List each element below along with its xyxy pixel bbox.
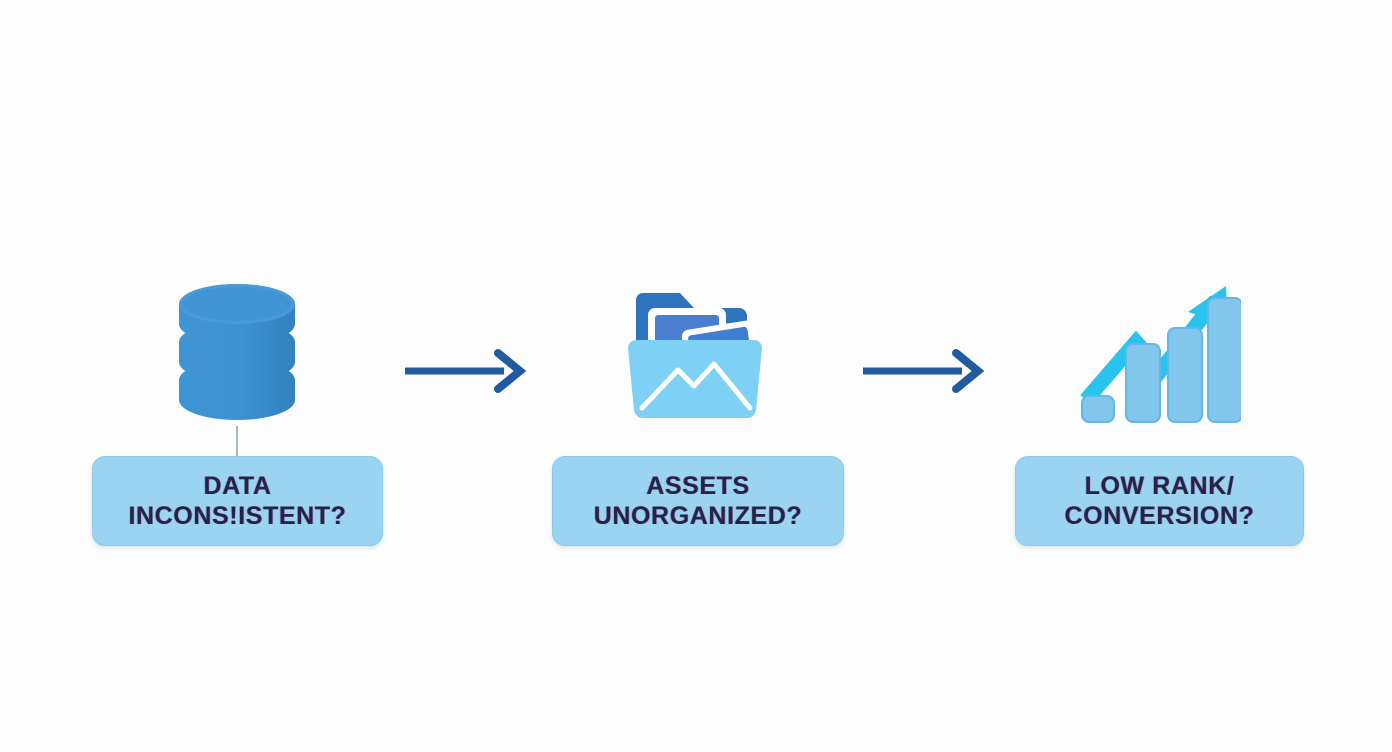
database-icon <box>179 284 295 420</box>
label-box-low-rank-conversion[interactable]: LOW RANK/ CONVERSION? <box>1015 456 1304 546</box>
label-line-1: LOW RANK/ <box>1084 471 1235 500</box>
label-line-2: INCONS!ISTENT? <box>128 502 347 530</box>
folder-icon-slot <box>547 268 847 428</box>
folder-with-photos-icon <box>628 293 762 419</box>
stage-low-rank-conversion: LOW RANK/ CONVERSION? <box>1008 0 1308 752</box>
flow-arrow-1-icon <box>405 349 527 393</box>
label-line-1: DATA <box>203 471 272 500</box>
growth-chart-icon-slot <box>1008 268 1308 428</box>
database-icon-slot <box>87 268 387 428</box>
flow-arrow-2-icon <box>863 349 985 393</box>
label-box-assets-unorganized[interactable]: ASSETS UNORGANIZED? <box>552 456 844 546</box>
database-connector-line <box>236 426 238 456</box>
label-box-data-inconsistent[interactable]: DATA INCONS!ISTENT? <box>92 456 383 546</box>
label-line-1: ASSETS <box>646 471 750 500</box>
growth-chart-icon <box>1079 286 1241 423</box>
label-line-2: UNORGANIZED? <box>593 502 803 530</box>
stage-assets-unorganized: ASSETS UNORGANIZED? <box>547 0 847 752</box>
stage-data-inconsistent: DATA INCONS!ISTENT? <box>87 0 387 752</box>
label-line-2: CONVERSION? <box>1064 502 1255 530</box>
